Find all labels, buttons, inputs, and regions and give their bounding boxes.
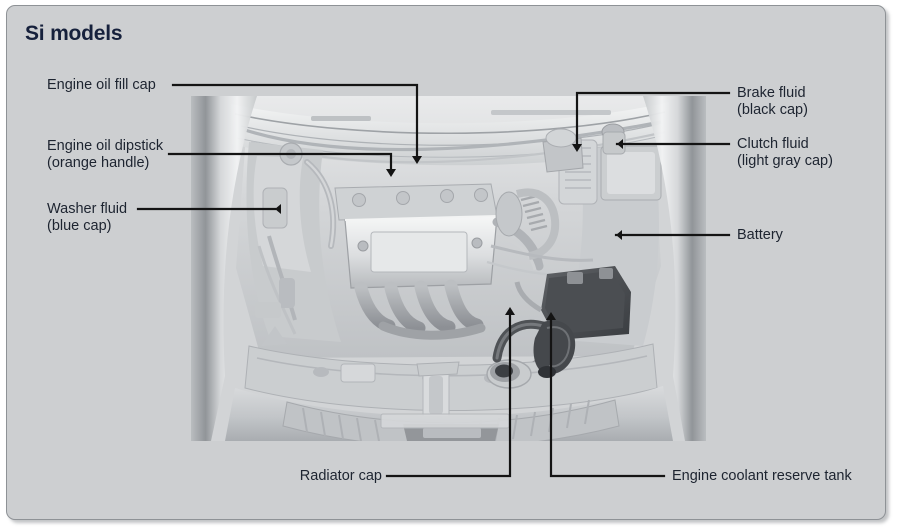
callout-engine-coolant-reserve-tank: Engine coolant reserve tank: [672, 468, 852, 485]
callout-battery: Battery: [737, 227, 783, 244]
callout-brake-fluid: Brake fluid (black cap): [737, 85, 808, 119]
callout-label-line1: Brake fluid: [737, 85, 806, 101]
callout-engine-oil-fill-cap: Engine oil fill cap: [47, 77, 156, 94]
engine-bay-illustration: [191, 96, 706, 441]
callout-label-line2: (black cap): [737, 102, 808, 118]
callout-label-line2: (light gray cap): [737, 153, 833, 169]
callout-label-line1: Battery: [737, 227, 783, 243]
callout-radiator-cap: Radiator cap: [187, 468, 382, 485]
callout-label-line1: Washer fluid: [47, 201, 128, 217]
callout-label-line1: Engine oil fill cap: [47, 77, 156, 93]
page-title: Si models: [25, 22, 123, 45]
callout-label-line2: (blue cap): [47, 218, 112, 234]
si-models-panel: Si models: [6, 5, 886, 520]
callout-label-line1: Radiator cap: [299, 468, 382, 484]
callout-label-line1: Engine oil dipstick: [47, 138, 164, 154]
engine-bay-photo: [191, 96, 706, 441]
callout-label-line1: Engine coolant reserve tank: [672, 468, 852, 484]
callout-label-line1: Clutch fluid: [737, 136, 809, 152]
callout-engine-oil-dipstick: Engine oil dipstick (orange handle): [47, 138, 163, 172]
callout-clutch-fluid: Clutch fluid (light gray cap): [737, 136, 833, 170]
callout-label-line2: (orange handle): [47, 155, 150, 171]
callout-washer-fluid: Washer fluid (blue cap): [47, 201, 127, 235]
